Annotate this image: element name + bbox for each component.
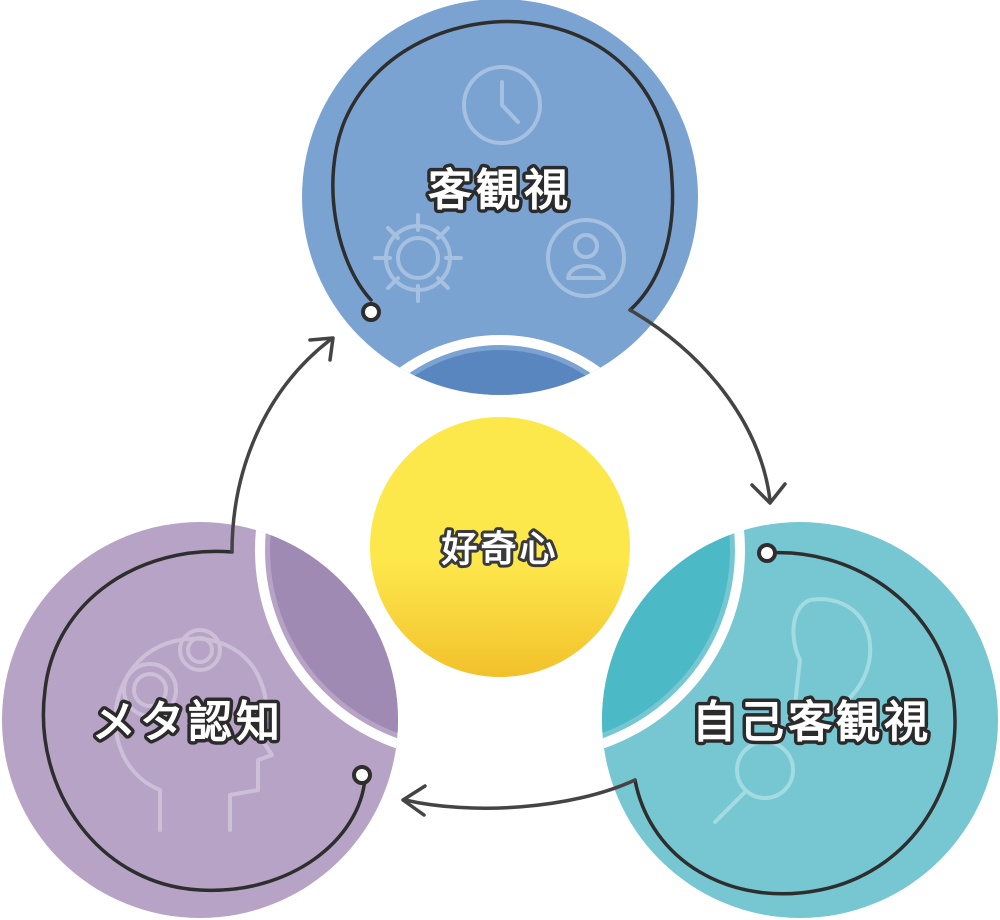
left-ring-end-dot xyxy=(352,765,372,785)
left-band-gap xyxy=(255,522,398,760)
clock-icon xyxy=(462,65,542,145)
arrow-left-to-top xyxy=(230,336,335,554)
right-ring-line xyxy=(633,550,957,896)
node-left: メタ認知 xyxy=(2,522,398,918)
left-ring-line xyxy=(41,549,367,892)
gear-icon xyxy=(373,213,463,303)
arrow-right-to-left xyxy=(401,778,637,817)
right-ring-start-dot xyxy=(757,543,777,563)
top-ring-line xyxy=(331,19,675,312)
top-label: 客観視 xyxy=(428,165,572,216)
face-profile-icon xyxy=(791,597,873,742)
top-band-gap xyxy=(330,335,670,395)
magnifier-icon xyxy=(713,740,795,824)
head-gears-icon xyxy=(113,628,274,832)
right-band xyxy=(602,522,730,745)
node-right: 自己客観視 xyxy=(602,522,998,918)
person-icon xyxy=(546,218,626,298)
top-circle xyxy=(302,0,698,395)
left-label: メタ認知 xyxy=(92,697,284,748)
left-band xyxy=(270,522,398,745)
right-label: 自己客観視 xyxy=(692,697,932,748)
top-ring-start-dot xyxy=(361,302,381,322)
node-top: 客観視 xyxy=(302,0,698,395)
center-label: 好奇心 xyxy=(440,529,558,570)
arrow-top-to-right xyxy=(628,308,787,505)
node-center: 好奇心 xyxy=(370,417,630,677)
center-circle xyxy=(370,417,630,677)
right-band-gap xyxy=(602,522,745,760)
